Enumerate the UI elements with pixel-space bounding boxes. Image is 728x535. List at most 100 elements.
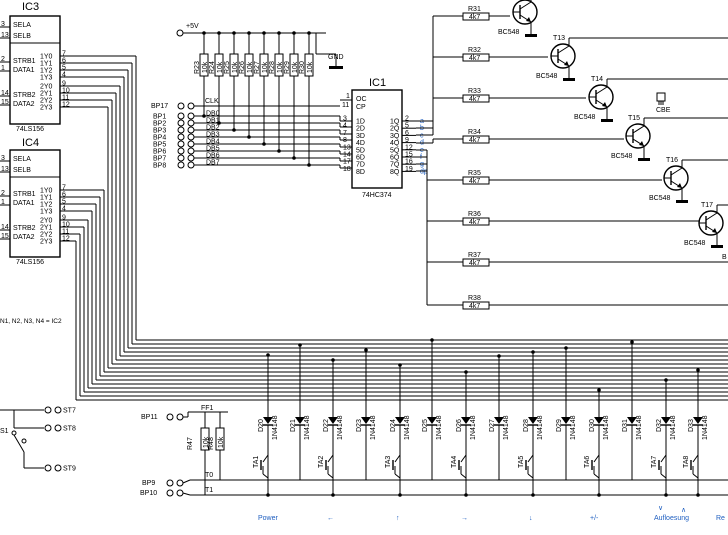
base-res-name-R38: R38 — [468, 295, 481, 302]
diode-d22: D22 — [323, 419, 330, 432]
bp9-label: BP9 — [142, 480, 155, 487]
ic1-oc: OC — [356, 96, 367, 103]
ic4-out-1Y0: 1Y0 — [40, 188, 53, 195]
resnet-value-5: 10k — [277, 61, 284, 73]
ic3-data2: DATA2 — [13, 101, 35, 108]
resnet-value-3: 10k — [247, 61, 254, 73]
key-arrow-up: ∧ — [681, 507, 686, 514]
resnet-value-2: 10k — [232, 61, 239, 73]
diode-d23: D23 — [356, 419, 363, 432]
base-res-value-R36: 4k7 — [469, 219, 480, 226]
vcc-label: +5V — [186, 23, 199, 30]
ic1-din-4: 5D — [356, 147, 365, 154]
ic4-out-2Y0: 2Y0 — [40, 218, 53, 225]
ic3-pin-4: 4 — [62, 72, 66, 79]
base-res-name-R36: R36 — [468, 211, 481, 218]
key-ta1: TA1 — [253, 456, 260, 468]
ic1-outpin-7: 19 — [405, 166, 413, 173]
ic1-din-3: 4D — [356, 140, 365, 147]
ic3-sela: SELA — [13, 22, 31, 29]
key-arrow-down: ∨ — [658, 505, 663, 512]
transistor-t14: T14 — [591, 76, 603, 83]
diode-d32: D32 — [656, 419, 663, 432]
ic3-out-1Y0: 1Y0 — [40, 54, 53, 61]
transistor-type-4: BC548 — [649, 195, 671, 202]
base-res-name-R32: R32 — [468, 47, 481, 54]
resnet-name-3: R26 — [239, 61, 246, 74]
ic3-inpin-14: 14 — [1, 90, 9, 97]
ic3-strb2: STRB2 — [13, 92, 36, 99]
ic3-data1: DATA1 — [13, 67, 35, 74]
key-label-3: → — [461, 515, 468, 522]
ic4-strb1: STRB1 — [13, 191, 36, 198]
ic3-inpin-15: 15 — [1, 99, 9, 106]
diode-d33: D33 — [688, 419, 695, 432]
resnet-name-5: R28 — [269, 61, 276, 74]
ic4-pin-5: 5 — [62, 199, 66, 206]
t1-label: T1 — [205, 487, 213, 494]
ic1-inpin-2: 7 — [343, 130, 347, 137]
ic1-din-5: 6D — [356, 155, 365, 162]
cbe-pinout: CBE — [656, 92, 671, 114]
ic1-outpin-4: 12 — [405, 144, 413, 151]
ic1-dout-0: 1Q — [390, 119, 400, 126]
ic2-note: N1, N2, N3, N4 = IC2 — [0, 318, 62, 325]
ic3-inpin-1: 1 — [1, 65, 5, 72]
db-1: DB1 — [206, 118, 220, 125]
key-ta5: TA5 — [518, 456, 525, 468]
resnet-value-7: 10k — [307, 61, 314, 73]
bp11-label: BP11 — [141, 414, 158, 421]
ic1-din-6: 7D — [356, 162, 365, 169]
key-label-5: +/- — [590, 515, 599, 522]
resnet-name-0: R23 — [194, 61, 201, 74]
base-res-value-R37: 4k7 — [469, 260, 480, 267]
diode-d21: D21 — [290, 419, 297, 432]
ic4-out-2Y3: 2Y3 — [40, 239, 53, 246]
key-ta3: TA3 — [385, 456, 392, 468]
ic1-outpin-5: 15 — [405, 152, 413, 159]
st-st7: ST7 — [63, 408, 76, 415]
db-6: DB6 — [206, 153, 220, 160]
db-2: DB2 — [206, 125, 220, 132]
db-7: DB7 — [206, 160, 220, 167]
ic1-inpin-7: 18 — [343, 166, 351, 173]
ic1-inpin-5: 14 — [343, 152, 351, 159]
ic4-data2: DATA2 — [13, 234, 35, 241]
s1-label: S1 — [0, 428, 9, 435]
diode-type-d26: 1N4148 — [470, 415, 477, 440]
diode-type-d32: 1N4148 — [670, 415, 677, 440]
transistor-type-3: BC548 — [611, 153, 633, 160]
ic4-inpin-1: 1 — [1, 199, 5, 206]
diode-type-d31: 1N4148 — [636, 415, 643, 440]
key-label-6: Aufloesung — [654, 515, 689, 522]
ic1-inpin-1: 4 — [343, 123, 347, 130]
base-res-value-R33: 4k7 — [469, 96, 480, 103]
cbe-label: CBE — [656, 107, 671, 114]
ic1-dout-1: 2Q — [390, 126, 400, 133]
ic1-dout-7: 8Q — [390, 169, 400, 176]
gnd-label: GND — [328, 54, 344, 61]
base-res-value-R38: 4k7 — [469, 303, 480, 310]
ic3-out-1Y1: 1Y1 — [40, 61, 53, 68]
base-res-name-R31: R31 — [468, 6, 481, 13]
ic1-dout-3: 4Q — [390, 140, 400, 147]
port-bp5: BP5 — [153, 142, 166, 149]
scan-bus — [70, 55, 728, 401]
t0-label: T0 — [205, 472, 213, 479]
ic3-strb1: STRB1 — [13, 58, 36, 65]
resnet-name-1: R24 — [209, 61, 216, 74]
ic1-cp: CP — [356, 104, 366, 111]
ic4-strb2: STRB2 — [13, 225, 36, 232]
base-res-value-R32: 4k7 — [469, 55, 480, 62]
ic1-din-1: 2D — [356, 126, 365, 133]
diode-type-d29: 1N4148 — [570, 415, 577, 440]
ic4-pin-9: 9 — [62, 215, 66, 222]
resnet-name-6: R29 — [284, 61, 291, 74]
base-res-value-R34: 4k7 — [469, 137, 480, 144]
ic4-inpin-15: 15 — [1, 233, 9, 240]
port-bp6: BP6 — [153, 149, 166, 156]
key-label-2: ↑ — [396, 515, 400, 522]
